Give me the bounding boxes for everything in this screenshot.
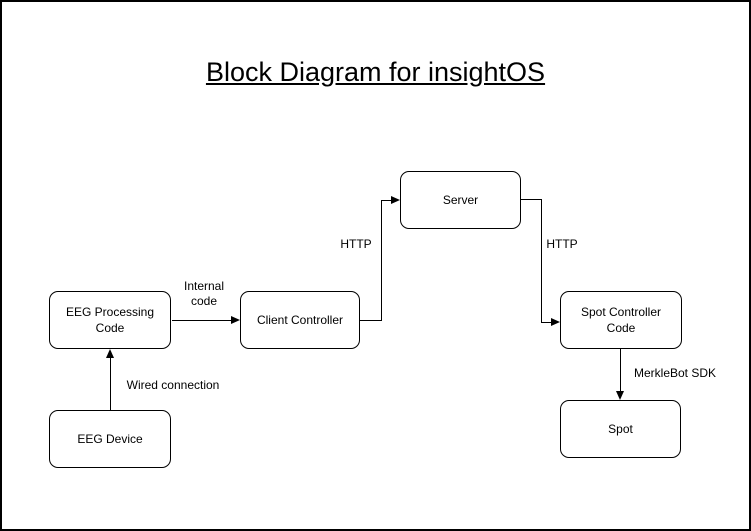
node-spot-controller-code-label: Spot Controller Code: [580, 305, 662, 335]
connector-merklebot-sdk-segment: [620, 349, 621, 393]
connector-http-left-segment: [381, 200, 392, 201]
arrowhead-up-icon: [106, 349, 114, 358]
edge-label-http-right: HTTP: [542, 237, 582, 252]
node-eeg-device-label: EEG Device: [77, 432, 143, 446]
diagram-title: Block Diagram for insightOS: [205, 57, 546, 87]
node-eeg-device[interactable]: EEG Device: [49, 410, 171, 468]
node-server-label: Server: [442, 193, 479, 207]
edge-label-internal-code: Internal code: [174, 279, 234, 309]
arrowhead-down-icon: [616, 391, 624, 400]
connector-wired-connection-segment: [110, 357, 111, 410]
node-client-controller-label: Client Controller: [256, 313, 344, 327]
node-spot-label: Spot: [608, 422, 633, 436]
edge-label-http-left: HTTP: [336, 237, 376, 252]
connector-http-left-segment: [360, 320, 382, 321]
arrowhead-right-icon: [551, 318, 560, 326]
node-server[interactable]: Server: [400, 171, 521, 229]
arrowhead-right-icon: [231, 316, 240, 324]
connector-internal-code-segment: [172, 320, 232, 321]
connector-http-right-segment: [541, 322, 552, 323]
node-spot[interactable]: Spot: [560, 400, 681, 458]
edge-label-merklebot-sdk: MerkleBot SDK: [623, 366, 727, 381]
edge-label-wired-connection: Wired connection: [123, 378, 223, 393]
connector-http-right-segment: [521, 199, 542, 200]
connector-http-right-segment: [541, 199, 542, 323]
connector-http-left-segment: [381, 200, 382, 321]
arrowhead-right-icon: [391, 196, 400, 204]
node-client-controller[interactable]: Client Controller: [240, 291, 360, 349]
node-spot-controller-code[interactable]: Spot Controller Code: [560, 291, 682, 349]
node-eeg-processing-code-label: EEG Processing Code: [65, 305, 155, 335]
node-eeg-processing-code[interactable]: EEG Processing Code: [49, 291, 171, 349]
